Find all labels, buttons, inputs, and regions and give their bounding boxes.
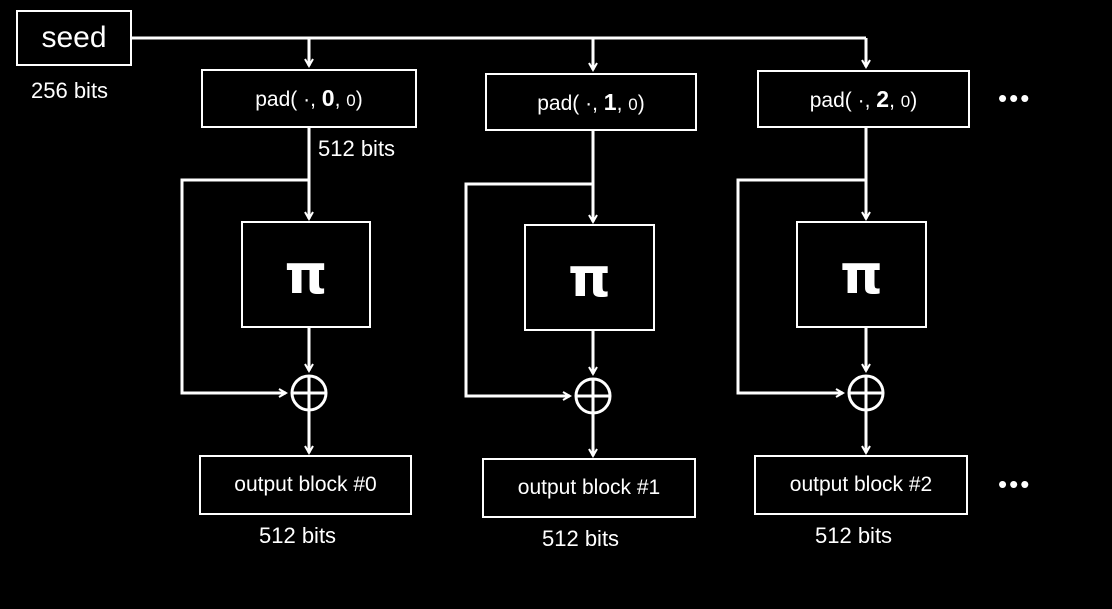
pad-bits-label: 512 bits [318, 136, 396, 161]
pi-box-2: π [796, 221, 927, 328]
pad-box-2: pad( ·, 2, 0) [757, 70, 970, 128]
output-label-0: output block #0 [234, 473, 377, 496]
feedforward-line-0 [180, 178, 309, 393]
output-bits-label-0: 512 bits [259, 523, 337, 548]
feedforward-line-1 [464, 182, 593, 396]
feedforward-line-2 [736, 178, 866, 393]
seed-box: seed [16, 10, 132, 66]
pad-formula-0: pad( ·, 0, 0) [255, 85, 363, 111]
pad-index-2: 2 [876, 85, 890, 112]
pad-box-1: pad( ·, 1, 0) [485, 73, 697, 131]
pi-symbol-0: π [284, 243, 328, 306]
output-bits-label-1: 512 bits [542, 526, 620, 551]
pad-formula-2: pad( ·, 2, 0) [809, 85, 918, 112]
seed-label: seed [41, 21, 107, 54]
pi-symbol-2: π [840, 243, 883, 306]
seed-bits-label: 256 bits [31, 78, 109, 103]
ellipsis-bottom: ••• [998, 469, 1032, 499]
pad-formula-1: pad( ·, 1, 0) [537, 88, 645, 115]
output-box-2: output block #2 [754, 455, 968, 515]
pi-box-1: π [524, 224, 655, 331]
pad-index-1: 1 [603, 88, 617, 115]
pad-box-0: pad( ·, 0, 0) [201, 69, 417, 128]
output-label-2: output block #2 [789, 473, 933, 496]
pi-symbol-1: π [568, 246, 611, 309]
pi-box-0: π [241, 221, 371, 328]
output-label-1: output block #1 [517, 476, 661, 499]
ellipsis-top: ••• [998, 83, 1032, 113]
output-box-1: output block #1 [482, 458, 696, 518]
output-box-0: output block #0 [199, 455, 412, 515]
pad-index-0: 0 [321, 85, 335, 111]
output-bits-label-2: 512 bits [815, 523, 893, 548]
